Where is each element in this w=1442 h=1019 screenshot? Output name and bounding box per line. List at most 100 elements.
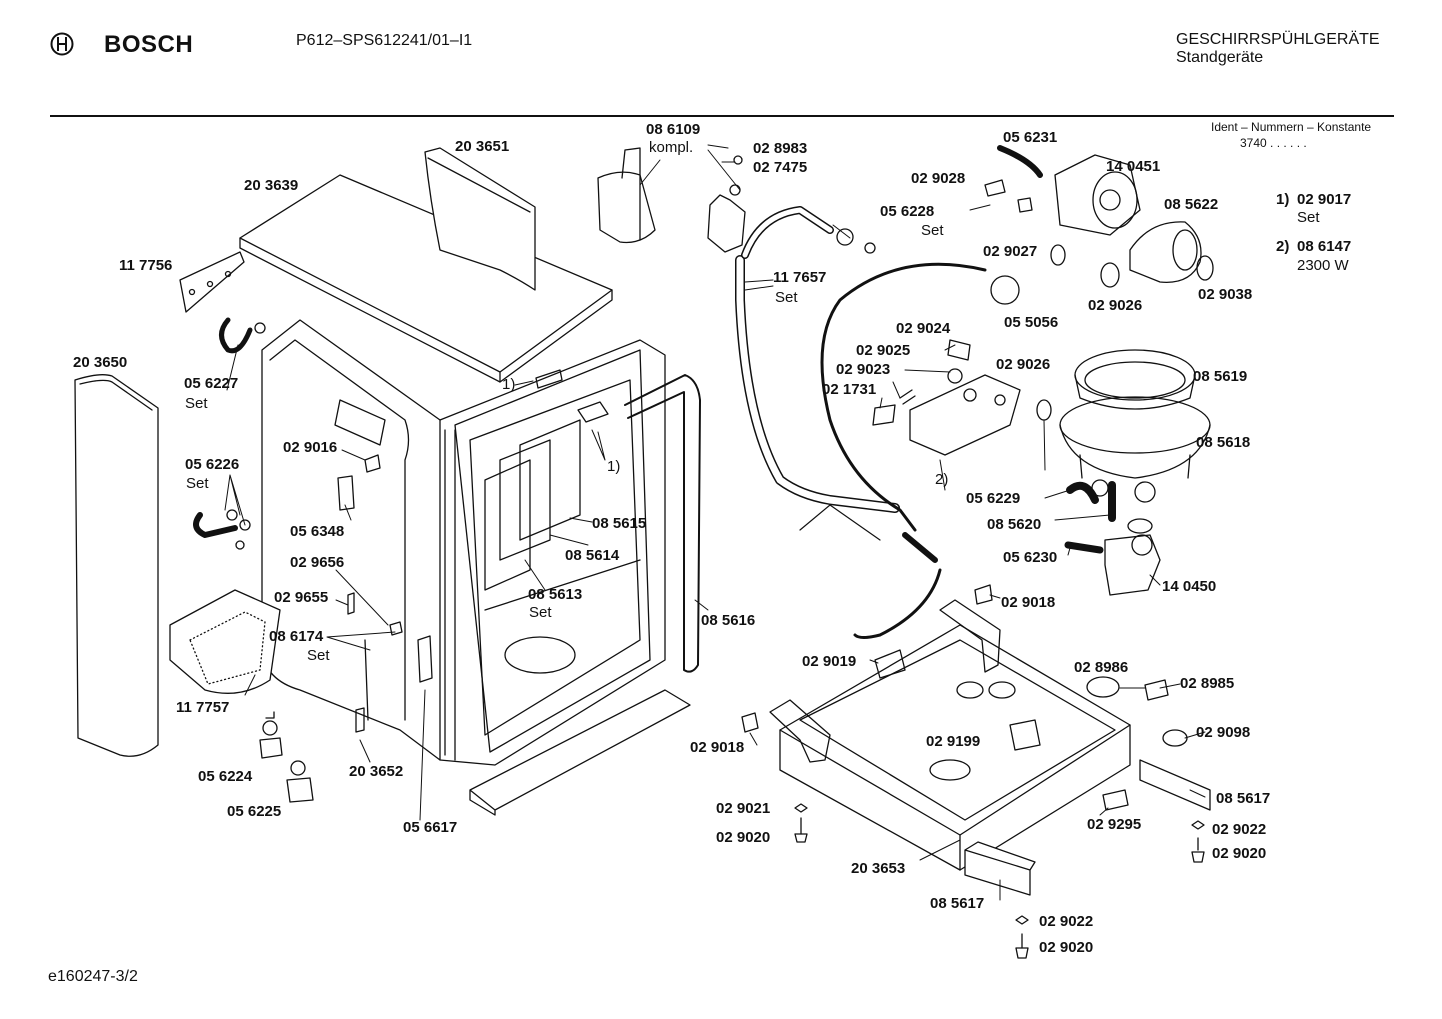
label-029021: 02 9021	[716, 800, 771, 817]
screws	[794, 803, 1205, 959]
label-028986: 02 8986	[1074, 659, 1129, 676]
label-029295: 02 9295	[1087, 816, 1142, 833]
label-085617b: 08 5617	[930, 895, 985, 912]
model-number: P612–SPS612241/01–I1	[296, 32, 473, 49]
coupling-056228	[836, 228, 854, 246]
label-029022a: 02 9022	[1212, 821, 1267, 838]
label-kompl: kompl.	[649, 139, 694, 156]
label-056225: 05 6225	[227, 803, 282, 820]
label-029656: 02 9656	[290, 554, 345, 571]
label-085615: 08 5615	[592, 515, 647, 532]
label-056348: 05 6348	[290, 523, 345, 540]
brand-name: BOSCH	[104, 31, 194, 58]
label-056227-set: Set	[185, 395, 208, 412]
label-029016: 02 9016	[283, 439, 338, 456]
side-panel-203650	[74, 374, 159, 757]
footnote-2-number: 2)	[1276, 238, 1290, 255]
label-029028: 02 9028	[911, 170, 966, 187]
label-203651: 20 3651	[455, 138, 510, 155]
label-056617: 05 6617	[403, 819, 458, 836]
insulation-117757	[169, 589, 281, 694]
label-029018a: 02 9018	[1001, 594, 1056, 611]
pressure-switches	[259, 711, 314, 803]
cabinet-body	[261, 319, 666, 766]
label-085622: 08 5622	[1164, 196, 1219, 213]
bosch-logo-icon	[50, 32, 74, 56]
label-117657: 11 7657	[773, 269, 827, 286]
label-117756: 11 7756	[119, 257, 173, 274]
label-203653: 20 3653	[851, 860, 906, 877]
label-footnote-1a: 1)	[502, 376, 516, 393]
label-056230: 05 6230	[1003, 549, 1058, 566]
label-056229: 05 6229	[966, 490, 1021, 507]
category-subtitle: Standgeräte	[1176, 49, 1264, 66]
ident-value: 3740 . . . . . .	[1240, 136, 1307, 150]
heater-assembly	[872, 339, 1052, 456]
label-056231: 05 6231	[1003, 129, 1058, 146]
label-140451: 14 0451	[1106, 158, 1161, 175]
tray-small-parts	[741, 584, 1188, 811]
label-029199: 02 9199	[926, 733, 981, 750]
inlet-valve-086109	[597, 147, 746, 253]
sump-085619	[1074, 349, 1196, 410]
pump-140451	[1054, 154, 1141, 236]
connecting-pipe	[820, 262, 987, 532]
label-140450: 14 0450	[1162, 578, 1217, 595]
label-056228: 05 6228	[880, 203, 935, 220]
label-056226-set: Set	[186, 475, 209, 492]
label-117657-set: Set	[775, 289, 798, 306]
label-footnote-1b: 1)	[607, 458, 621, 475]
label-029025: 02 9025	[856, 342, 911, 359]
door-seal-085616	[624, 374, 701, 673]
label-117757: 11 7757	[176, 699, 230, 716]
label-027475: 02 7475	[753, 159, 808, 176]
document-id: e160247-3/2	[48, 968, 138, 985]
label-085613: 08 5613	[528, 586, 583, 603]
label-028983: 02 8983	[753, 140, 808, 157]
base-strip	[469, 689, 691, 816]
small-parts-right	[984, 145, 1161, 596]
label-028985: 02 8985	[1180, 675, 1235, 692]
label-029022b: 02 9022	[1039, 913, 1094, 930]
side-plate-085617	[1139, 759, 1211, 811]
label-029027: 02 9027	[983, 243, 1038, 260]
label-085616: 08 5616	[701, 612, 756, 629]
label-056227: 05 6227	[184, 375, 239, 392]
label-085619: 08 5619	[1193, 368, 1248, 385]
rear-panel-203651	[424, 147, 536, 291]
label-055056: 05 5056	[1004, 314, 1059, 331]
label-029026a: 02 9026	[1088, 297, 1143, 314]
label-203650: 20 3650	[73, 354, 128, 371]
label-203639: 20 3639	[244, 177, 299, 194]
label-029023: 02 9023	[836, 361, 891, 378]
label-029026b: 02 9026	[996, 356, 1051, 373]
label-029020b: 02 9020	[1212, 845, 1267, 862]
label-029038: 02 9038	[1198, 286, 1253, 303]
label-085618: 08 5618	[1196, 434, 1251, 451]
top-cover-203639	[239, 174, 613, 383]
label-029018b: 02 9018	[690, 739, 745, 756]
ident-title: Ident – Nummern – Konstante	[1211, 120, 1372, 134]
category-title: GESCHIRRSPÜHLGERÄTE	[1176, 31, 1380, 48]
header-divider	[50, 115, 1394, 117]
label-086174-set: Set	[307, 647, 330, 664]
label-029019: 02 9019	[802, 653, 857, 670]
label-056226: 05 6226	[185, 456, 240, 473]
label-029098: 02 9098	[1196, 724, 1251, 741]
label-footnote-2: 2)	[935, 471, 949, 488]
label-021731: 02 1731	[822, 381, 877, 398]
toe-plate-085617	[964, 841, 1036, 896]
label-085617a: 08 5617	[1216, 790, 1271, 807]
label-203652: 20 3652	[349, 763, 404, 780]
label-029655: 02 9655	[274, 589, 329, 606]
label-029020a: 02 9020	[716, 829, 771, 846]
footnote-2-desc: 2300 W	[1297, 257, 1349, 274]
label-085613-set: Set	[529, 604, 552, 621]
label-085620: 08 5620	[987, 516, 1042, 533]
label-086174: 08 6174	[269, 628, 324, 645]
sump-085618	[1059, 396, 1211, 503]
hoses-0562xx	[193, 317, 266, 550]
filter-frames	[484, 419, 581, 591]
